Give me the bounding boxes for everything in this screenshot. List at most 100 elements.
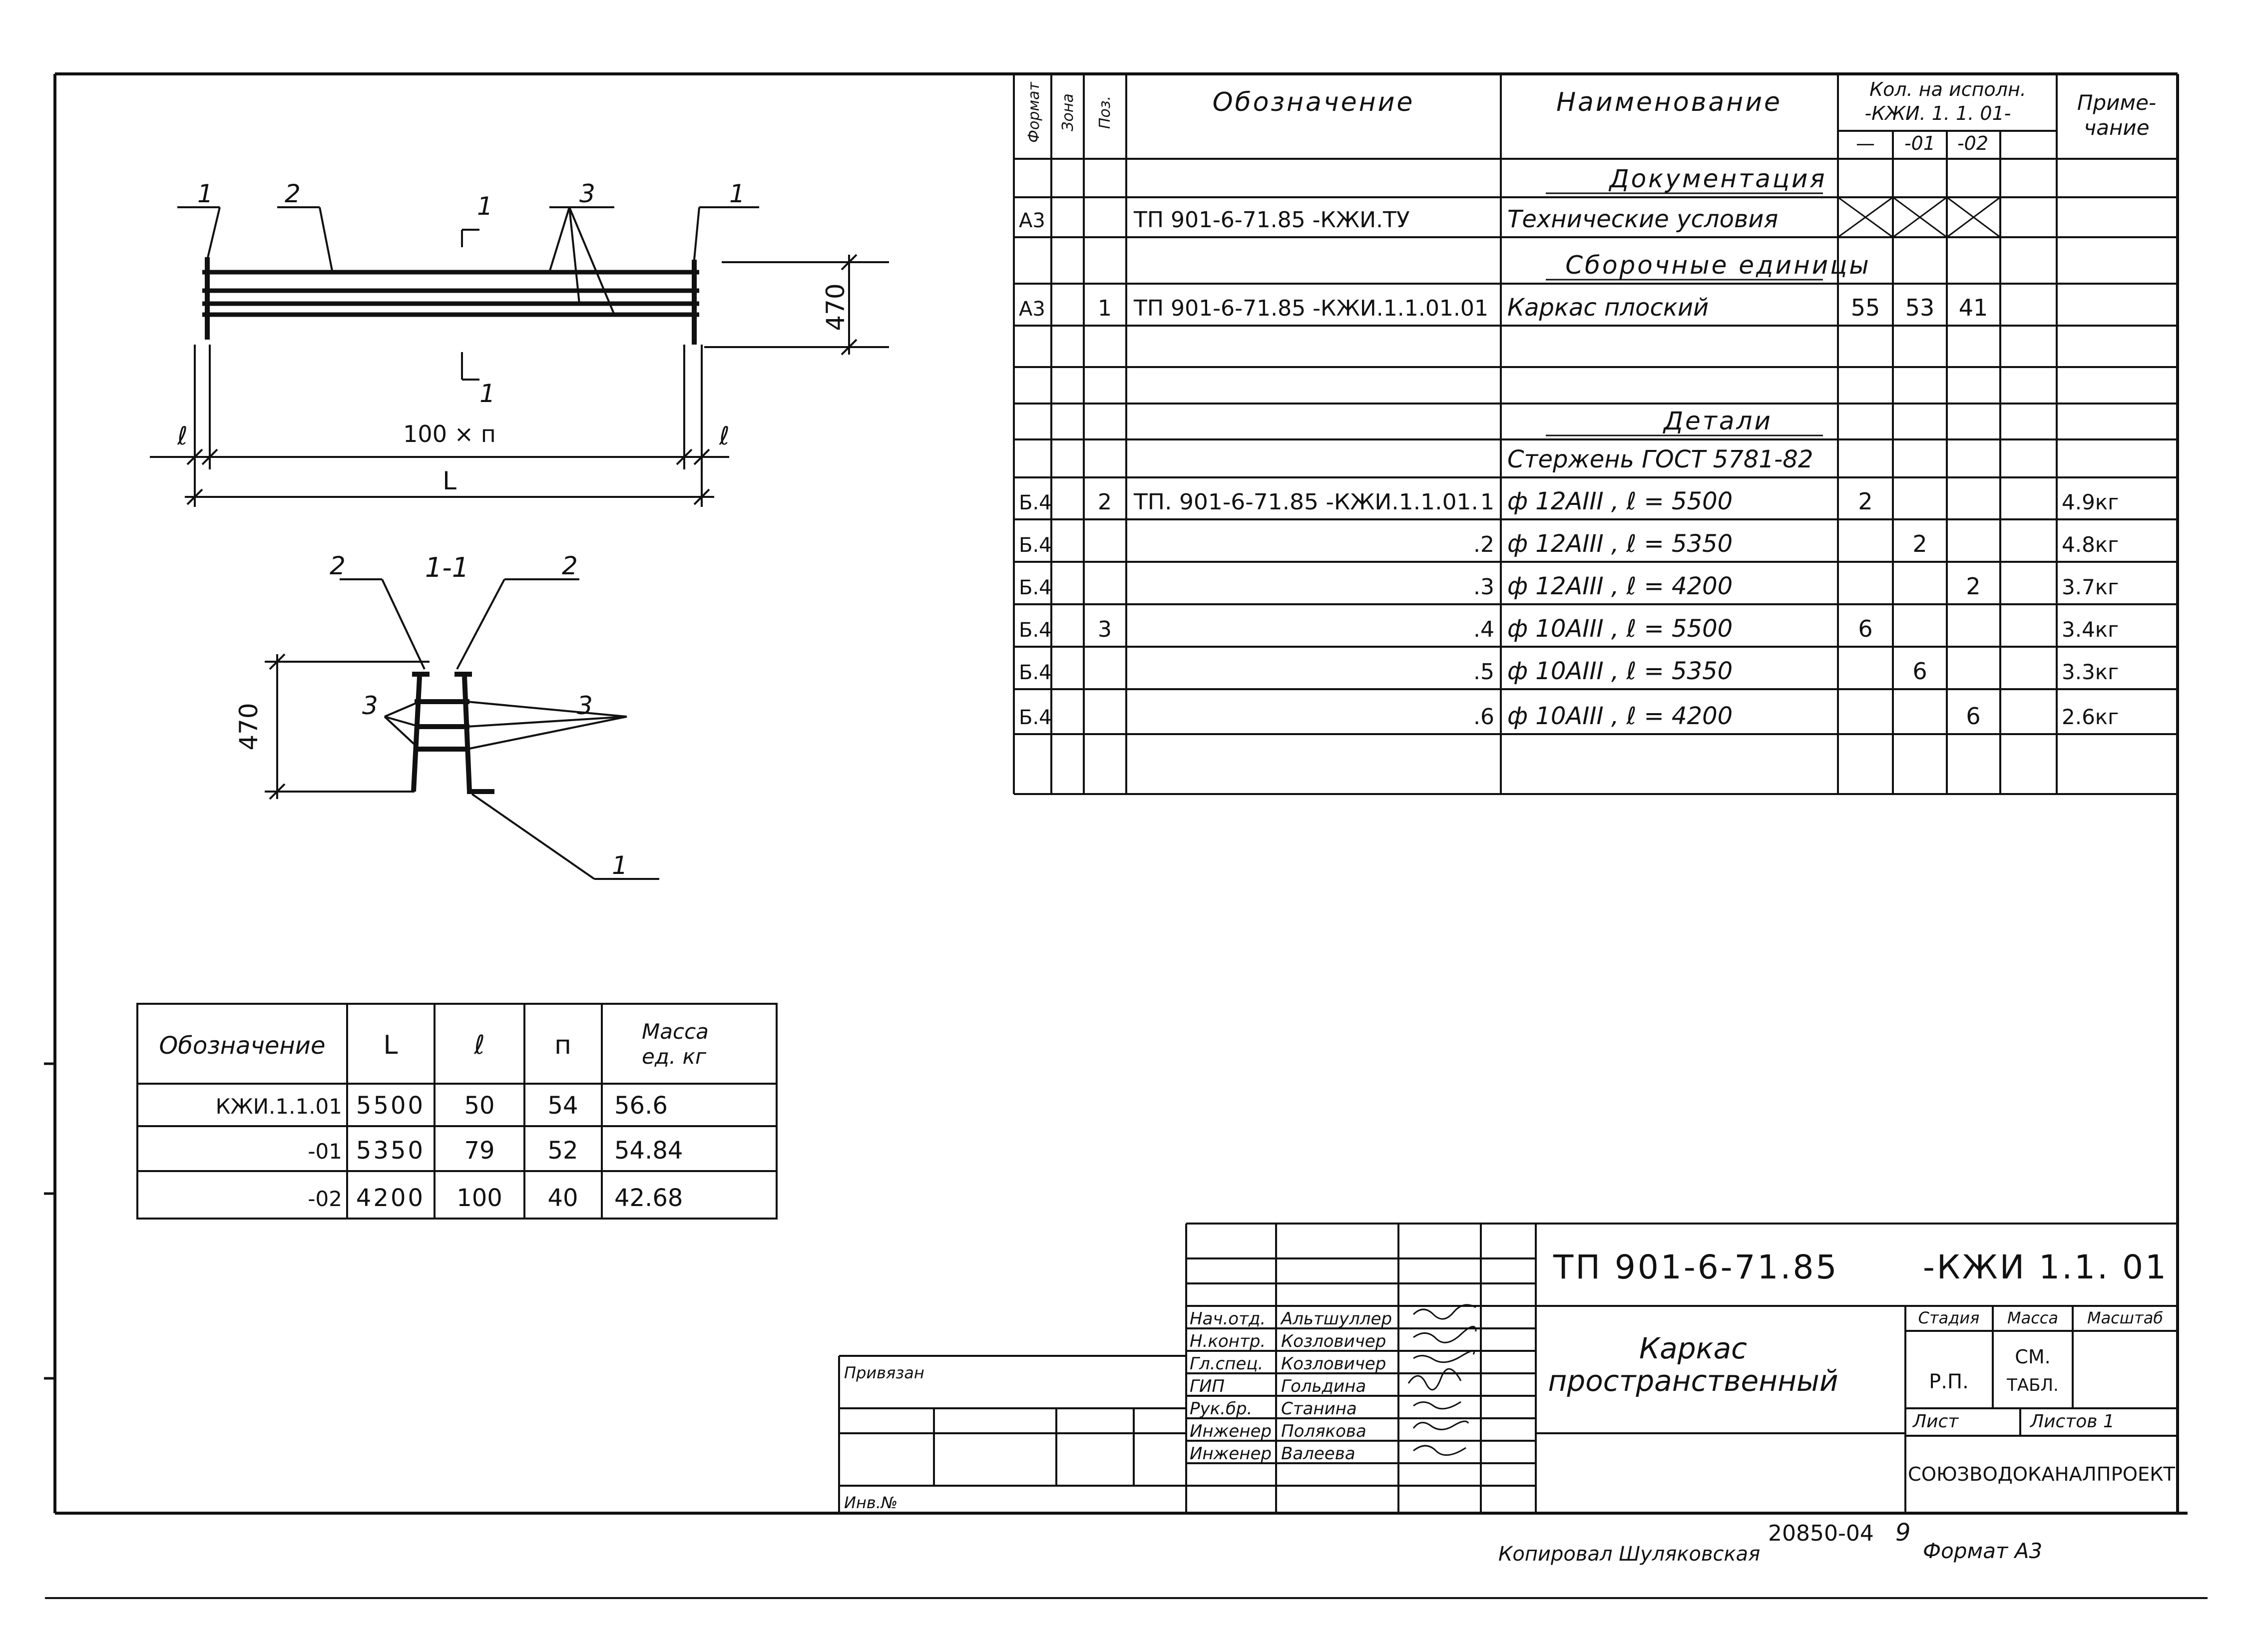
- variant-designation: КЖИ.1.1.01: [216, 1094, 342, 1119]
- section-view: [265, 578, 659, 880]
- spec-note-cell: 4.9кг: [2062, 490, 2119, 514]
- spec-format-cell: Б.4: [1019, 491, 1052, 514]
- section-callout-3-left: 3: [362, 691, 378, 720]
- staff-name: Козловичер: [1281, 1331, 1386, 1351]
- spec-qty-01: 53: [1905, 294, 1935, 321]
- variants-header-n: п: [554, 1030, 571, 1060]
- spec-designation-cell: ТП 901-6-71.85 -КЖИ.1.1.01.01: [1133, 296, 1488, 321]
- spec-note-cell: 3.7кг: [2062, 575, 2119, 599]
- mass-label: Масса: [2007, 1308, 2058, 1327]
- dim-end-left: ℓ: [177, 421, 188, 450]
- spec-name-cell: ф 10АIII , ℓ = 5500: [1507, 615, 1733, 643]
- staff-name: Станина: [1281, 1399, 1357, 1419]
- staff-role: Рук.бр.: [1190, 1399, 1252, 1419]
- edge-tick-marks: [44, 1062, 55, 1380]
- staff-role: Инженер: [1190, 1421, 1272, 1441]
- spec-designation-suffix: .2: [1473, 532, 1494, 557]
- spec-qty-base: 2: [1858, 488, 1872, 515]
- spec-designation-suffix: .4: [1473, 617, 1494, 642]
- variant-end-length: 50: [464, 1092, 494, 1120]
- variant-length: 5500: [356, 1092, 425, 1120]
- callout-1-right: 1: [729, 179, 745, 208]
- spec-header-var1: -01: [1904, 132, 1935, 154]
- variants-header-mass-2: ед. кг: [642, 1044, 707, 1069]
- spec-header-name: Наименование: [1556, 87, 1782, 117]
- bound-label: Привязан: [844, 1363, 924, 1382]
- elevation-end-frames: [205, 257, 697, 345]
- staff-role: Инженер: [1190, 1444, 1272, 1464]
- stage-value: Р.П.: [1929, 1370, 1969, 1393]
- spec-format-cell: Б.4: [1019, 534, 1052, 557]
- scale-label: Масштаб: [2087, 1308, 2163, 1327]
- spec-header-qty-2: -КЖИ. 1. 1. 01-: [1865, 102, 2011, 124]
- spec-name-cell: Технические условия: [1507, 205, 1778, 233]
- spec-section-heading: Детали: [1663, 407, 1773, 435]
- spec-designation-suffix: .3: [1473, 574, 1494, 600]
- spec-header-format: Формат: [1025, 81, 1043, 143]
- staff-role: Нач.отд.: [1190, 1309, 1266, 1329]
- spec-header-pos: Поз.: [1096, 96, 1114, 129]
- spec-header-var2: -02: [1957, 132, 1988, 154]
- variant-mass: 54.84: [614, 1137, 683, 1165]
- spec-format-cell: Б.4: [1019, 706, 1052, 729]
- spec-qty-01: 2: [1912, 530, 1927, 557]
- title-doc-code: -КЖИ 1.1. 01: [1923, 1248, 2168, 1286]
- variant-end-length: 79: [464, 1137, 494, 1165]
- sheet-label: Лист: [1912, 1411, 1959, 1432]
- spec-name-cell: Стержень ГОСТ 5781-82: [1507, 445, 1813, 473]
- elevation-bars: [202, 270, 699, 317]
- variants-header-mass-1: Масса: [642, 1019, 709, 1044]
- variants-header-L: L: [384, 1030, 398, 1060]
- dim-height-section: 470: [234, 703, 263, 750]
- spec-format-cell: А3: [1019, 298, 1045, 321]
- title-block-grid: [838, 1223, 2178, 1513]
- staff-name: Козловичер: [1281, 1354, 1386, 1374]
- spec-format-cell: Б.4: [1019, 619, 1052, 642]
- callout-3: 3: [579, 179, 595, 208]
- inventory-label: Инв.№: [844, 1493, 897, 1512]
- variant-designation: -01: [308, 1139, 342, 1164]
- spec-name-cell: ф 10АIII , ℓ = 4200: [1507, 702, 1733, 730]
- variant-mass: 42.68: [614, 1184, 683, 1212]
- spec-table-grid: [1013, 74, 2178, 795]
- spec-designation-suffix: .5: [1473, 659, 1494, 685]
- staff-role: Гл.спец.: [1190, 1354, 1263, 1374]
- variants-header-l: ℓ: [473, 1030, 484, 1060]
- spec-header-note-1: Приме-: [2077, 90, 2156, 115]
- spec-format-cell: Б.4: [1019, 576, 1052, 599]
- sheets-label: Листов 1: [2029, 1411, 2115, 1432]
- spec-header-zone: Зона: [1059, 93, 1077, 131]
- spec-section-heading: Документация: [1609, 164, 1827, 193]
- staff-rows: Нач.отд.АльтшуллерН.контр.КозловичерГл.с…: [1190, 1309, 1392, 1464]
- spec-name-cell: Каркас плоский: [1507, 294, 1709, 322]
- section-mark-top: 1: [477, 192, 493, 221]
- archive-number: 20850-04: [1768, 1521, 1874, 1546]
- spec-pos-cell: 1: [1098, 296, 1112, 321]
- cross-out-mark: [1837, 196, 1893, 238]
- staff-role: ГИП: [1190, 1376, 1225, 1396]
- spec-row-lines: [1014, 158, 2178, 735]
- spec-pos-cell: 3: [1098, 617, 1112, 642]
- elevation-view: [150, 206, 889, 507]
- signatures: [1407, 1304, 1477, 1456]
- staff-name: Полякова: [1281, 1421, 1366, 1441]
- copied-by: Копировал Шуляковская: [1498, 1543, 1760, 1566]
- spec-designation-cell: ТП 901-6-71.85 -КЖИ.ТУ: [1133, 207, 1410, 233]
- dim-total-length: L: [443, 466, 456, 495]
- section-callout-3-right: 3: [577, 691, 593, 720]
- spec-designation-cell: ТП. 901-6-71.85 -КЖИ.1.1.01.: [1133, 489, 1478, 515]
- dim-height-elevation: 470: [821, 283, 850, 331]
- spec-header-note-2: чание: [2084, 115, 2149, 140]
- staff-name: Гольдина: [1281, 1376, 1366, 1396]
- spec-name-cell: ф 10АIII , ℓ = 5350: [1507, 657, 1733, 685]
- spec-note-cell: 4.8кг: [2062, 532, 2119, 557]
- spec-name-cell: ф 12АIII , ℓ = 5500: [1507, 487, 1733, 515]
- staff-name: Альтшуллер: [1280, 1309, 1392, 1329]
- variant-end-length: 100: [456, 1184, 502, 1212]
- spec-format-cell: А3: [1019, 209, 1045, 232]
- spec-section-heading: Сборочные единицы: [1565, 251, 1871, 280]
- spec-name-cell: ф 12АIII , ℓ = 5350: [1507, 530, 1733, 558]
- cross-out-mark: [1892, 196, 1947, 238]
